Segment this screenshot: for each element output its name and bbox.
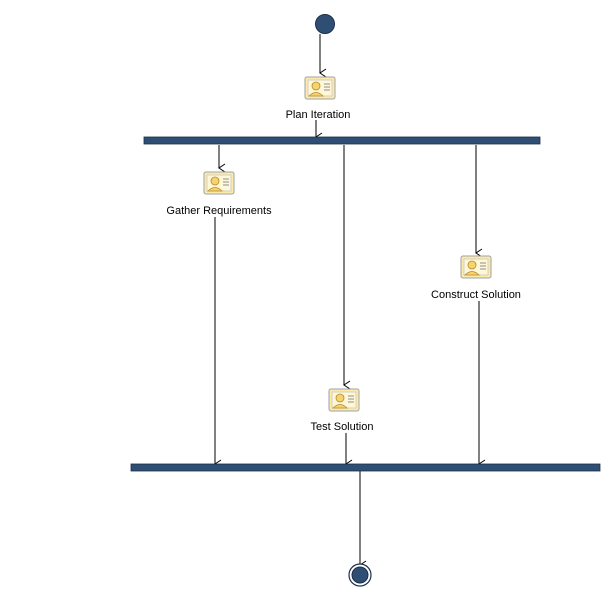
join-bar[interactable] (130, 463, 601, 472)
activity-plan-iteration[interactable]: Plan Iteration (286, 76, 351, 121)
task-icon (460, 255, 492, 279)
initial-node[interactable] (315, 14, 335, 34)
task-icon (203, 171, 235, 195)
activity-label: Test Solution (311, 421, 374, 433)
activity-test-solution[interactable]: Test Solution (311, 388, 374, 433)
activity-construct-solution[interactable]: Construct Solution (431, 255, 521, 301)
task-icon (304, 76, 336, 100)
task-icon (328, 388, 360, 412)
final-node[interactable] (348, 563, 372, 587)
activity-label: Construct Solution (431, 289, 521, 301)
edges (214, 34, 486, 570)
activity-gather-requirements[interactable]: Gather Requirements (166, 171, 272, 217)
activity-label: Gather Requirements (166, 205, 272, 217)
activity-label: Plan Iteration (286, 109, 351, 121)
fork-bar[interactable] (143, 136, 541, 145)
